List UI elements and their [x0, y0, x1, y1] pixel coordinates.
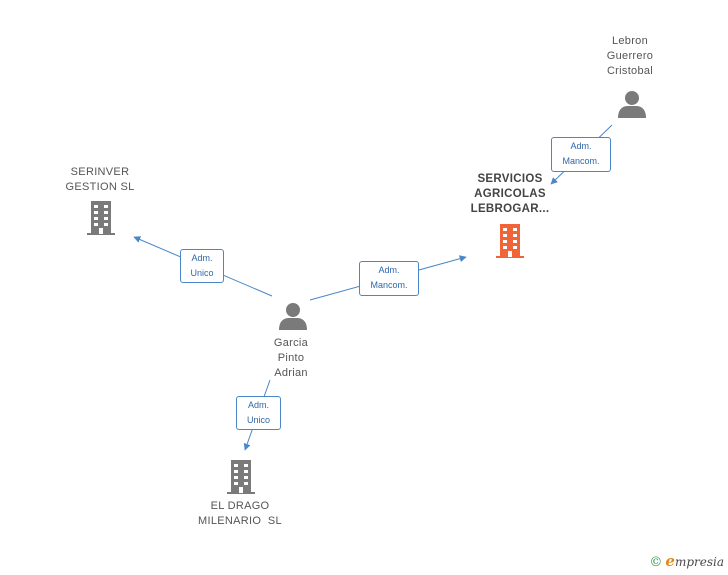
building-icon[interactable] [494, 223, 526, 259]
node-lebron-label[interactable]: Lebron Guerrero Cristobal [606, 35, 654, 77]
person-icon[interactable] [617, 89, 647, 119]
empresia-logo: ©empresia [649, 552, 724, 570]
node-serinver-label[interactable]: SERINVER GESTION SL [65, 166, 135, 193]
copyright-icon: © [649, 555, 663, 570]
building-icon[interactable] [225, 459, 257, 495]
node-garcia-label[interactable]: Garcia Pinto Adrian [273, 337, 309, 379]
edge-label-garcia-eldrago[interactable]: Adm. Unico [236, 396, 281, 430]
building-icon[interactable] [85, 200, 117, 236]
edge-label-garcia-serinver[interactable]: Adm. Unico [180, 249, 224, 283]
node-servicios-label[interactable]: SERVICIOS AGRICOLAS LEBROGAR... [470, 173, 550, 215]
edge-label-lebron-servicios[interactable]: Adm. Mancom. [551, 137, 611, 172]
node-eldrago-label[interactable]: EL DRAGO MILENARIO SL [198, 500, 282, 527]
person-icon[interactable] [278, 301, 308, 331]
edge-label-garcia-servicios[interactable]: Adm. Mancom. [359, 261, 419, 296]
